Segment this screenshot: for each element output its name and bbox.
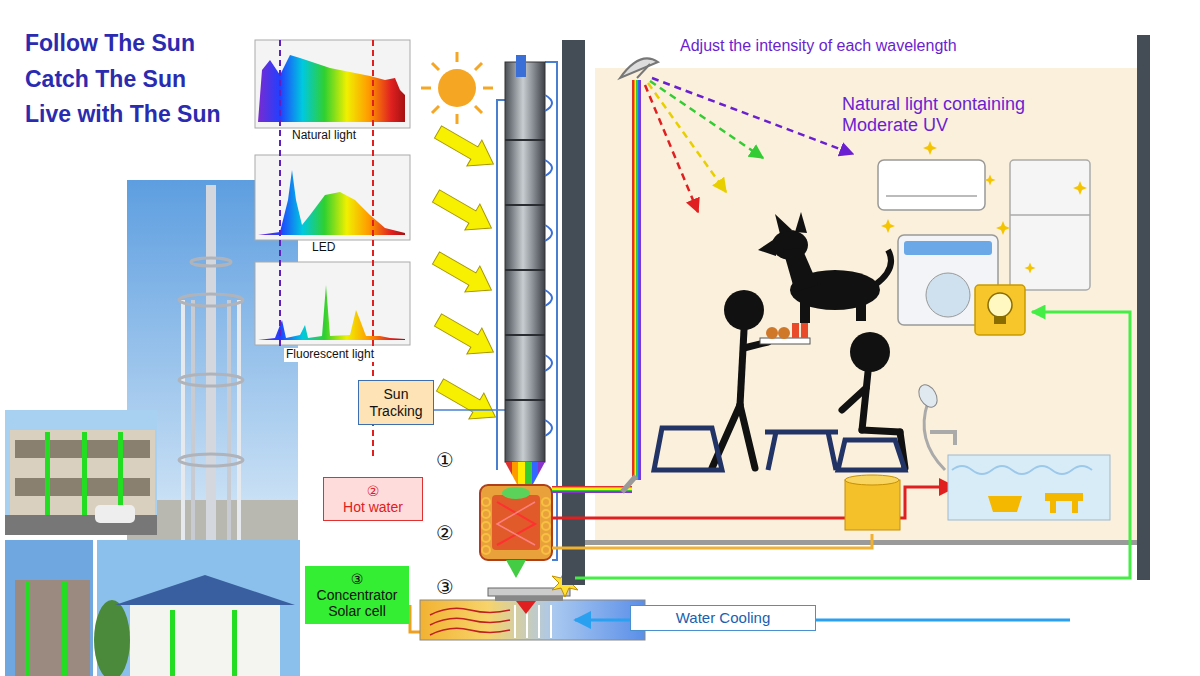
appliances [878, 160, 1090, 335]
light-rays [645, 78, 853, 212]
node-text: Water Cooling [676, 609, 770, 626]
slogan-line: Follow The Sun [25, 30, 195, 56]
wall [562, 40, 585, 585]
spectrum-caption: LED [310, 241, 337, 255]
sparkles [881, 141, 1087, 274]
node-text: Concentrator Solar cell [309, 587, 405, 619]
callout-number: ② [436, 522, 454, 545]
wall [1137, 35, 1150, 580]
floor [585, 540, 1137, 545]
node-text: Hot water [343, 499, 403, 515]
photo-house [94, 540, 300, 676]
spectrum-caption: Fluorescent light [284, 348, 376, 362]
node-text: ② [367, 483, 380, 499]
callout-box: Water Cooling [630, 605, 816, 631]
light-collector-tower [433, 55, 557, 560]
concentrator-solar-cell [410, 570, 645, 640]
lamp [552, 58, 658, 493]
callout-box: ③Concentrator Solar cell [305, 566, 409, 624]
photo-apartment [5, 410, 157, 535]
tray [760, 323, 810, 344]
room [595, 68, 1137, 545]
callout-number: ① [436, 449, 454, 472]
bathroom [845, 382, 1110, 530]
callout-box: ②Hot water [323, 477, 423, 521]
callout-number: ③ [436, 576, 454, 599]
hot-water-heater [480, 485, 552, 578]
dog-silhouette [758, 212, 891, 323]
slogan-line: Live with The Sun [25, 101, 221, 127]
note-text: Adjust the intensity of each wavelength [680, 37, 957, 55]
node-text: ③ [351, 571, 364, 587]
furniture [654, 428, 905, 470]
sunlight-arrows [429, 119, 503, 430]
photo-building [5, 540, 93, 676]
slogan-line: Catch The Sun [25, 66, 186, 92]
callout-box: Sun Tracking [358, 380, 434, 425]
note-text: Natural light containing Moderate UV [842, 94, 1047, 135]
node-text: Sun Tracking [363, 386, 429, 418]
sun [421, 52, 493, 124]
spectrum-caption: Natural light [290, 129, 358, 143]
